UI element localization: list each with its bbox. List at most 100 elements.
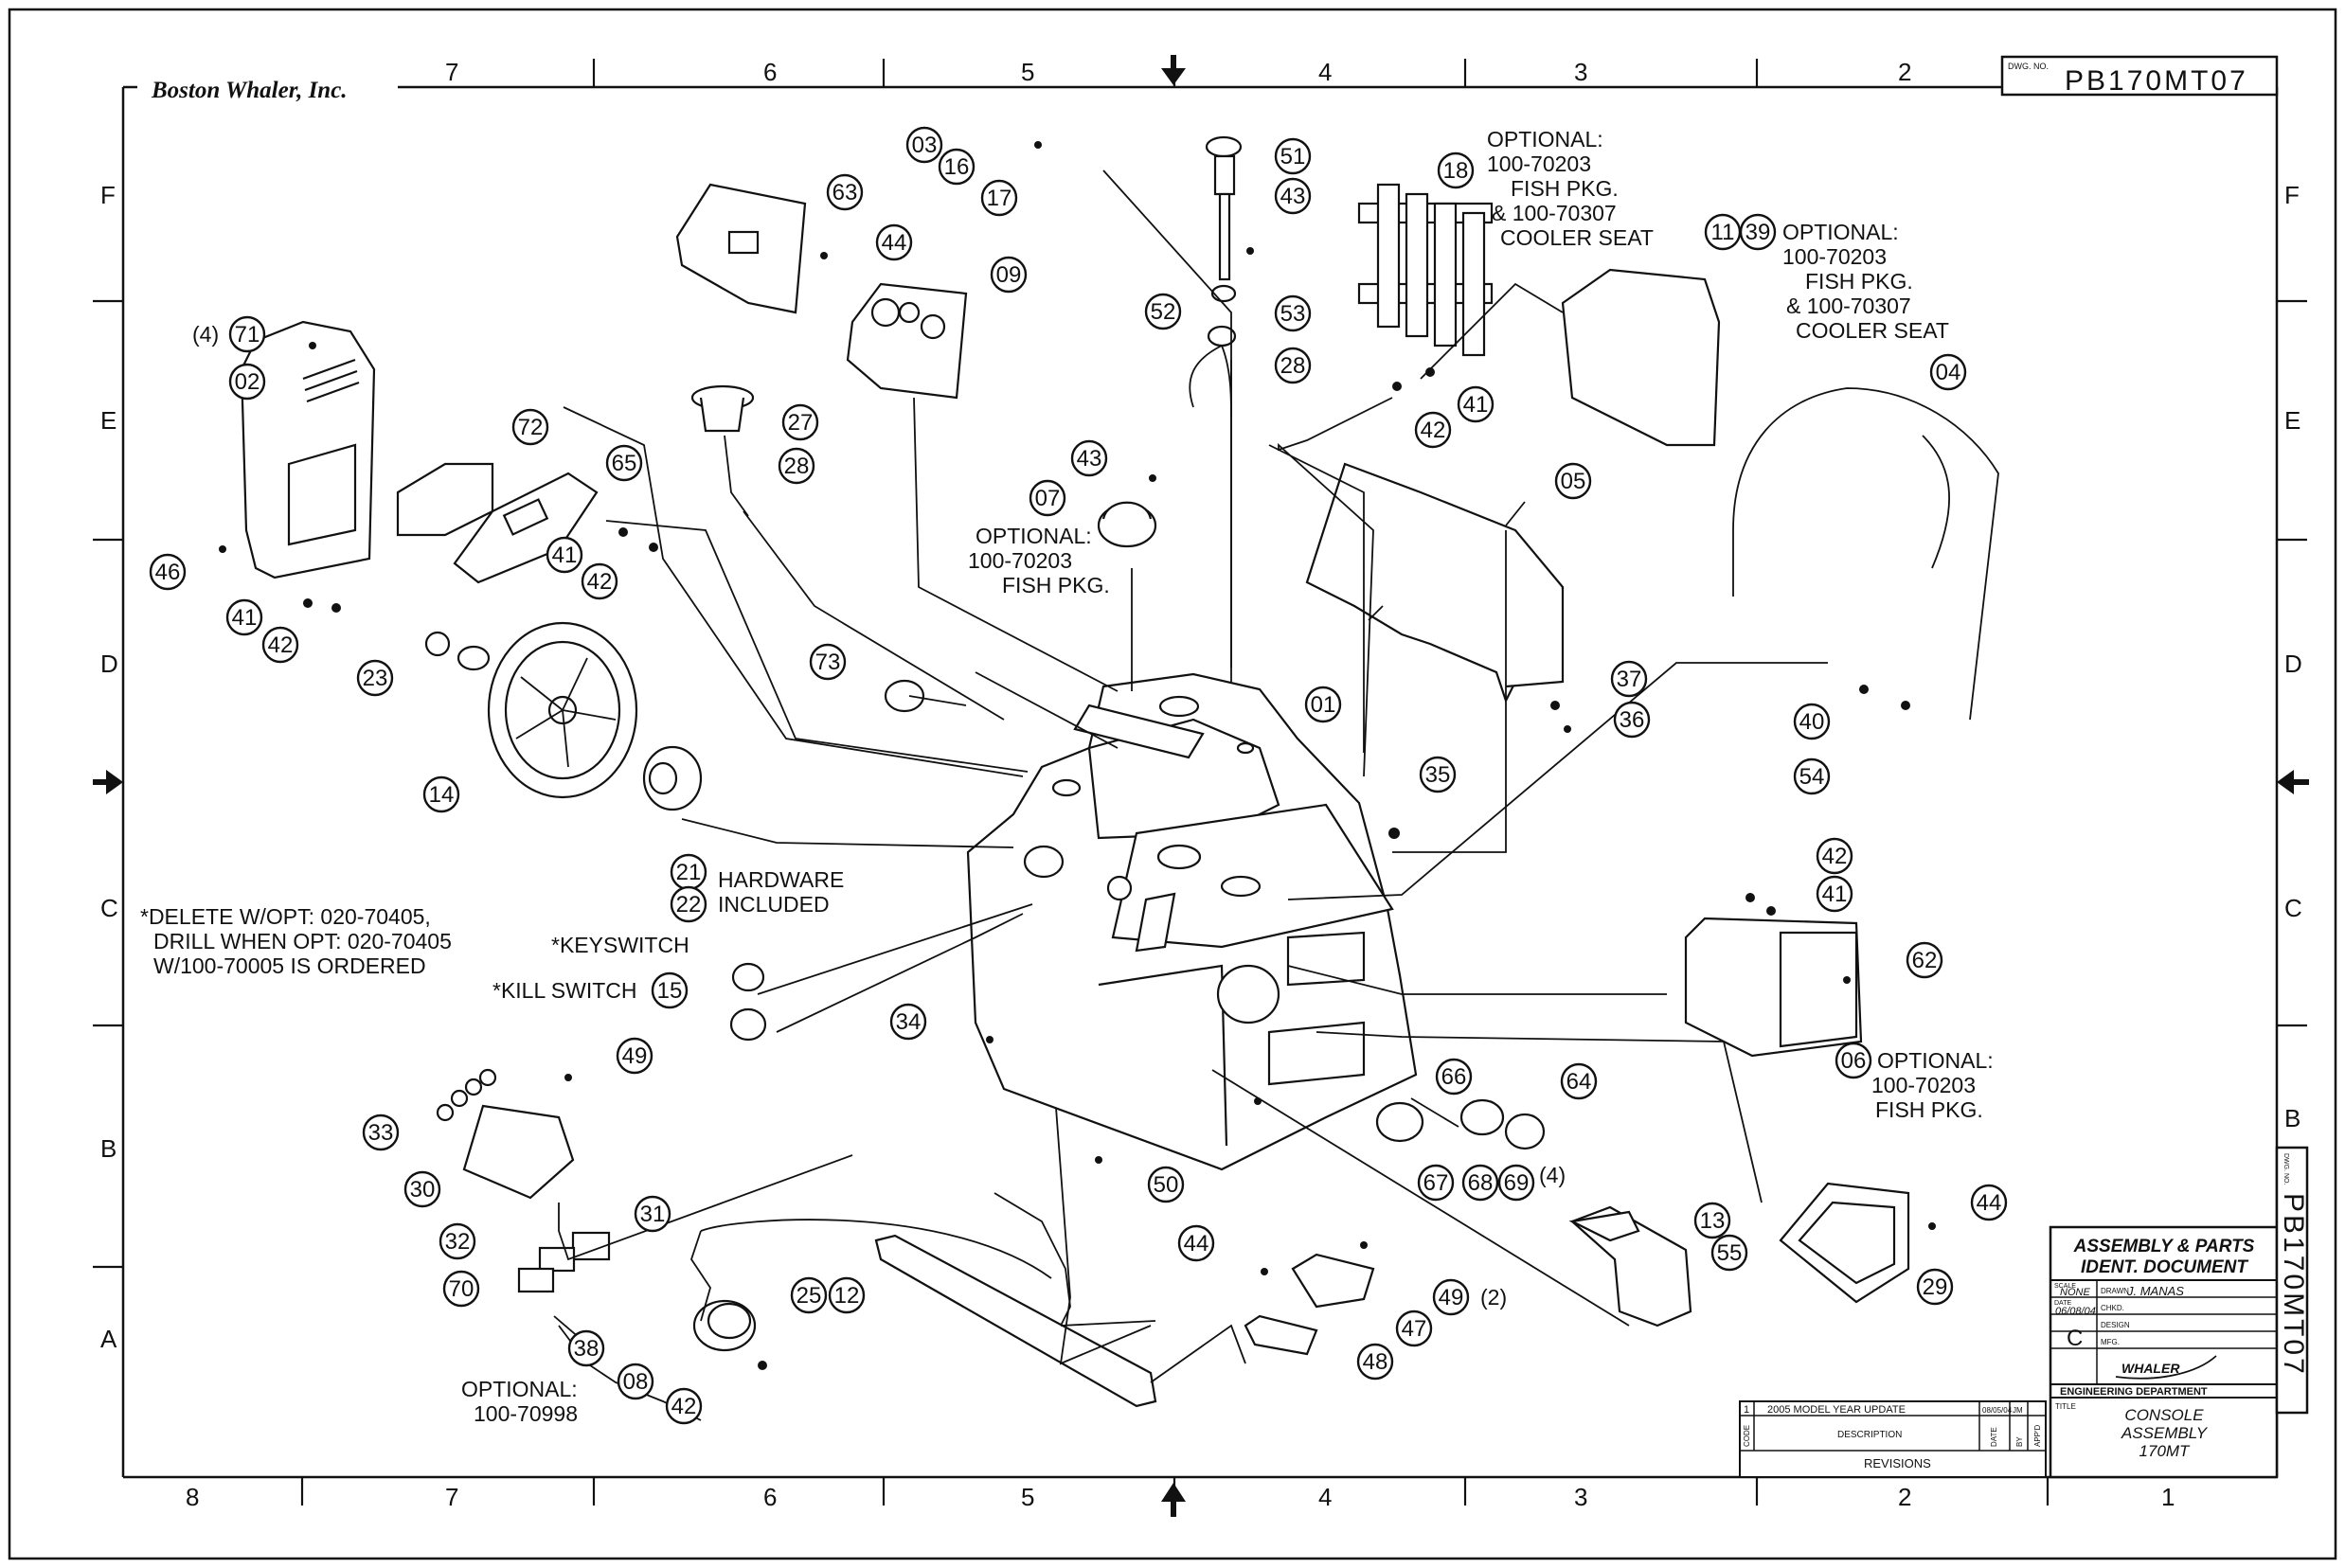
- svg-text:43: 43: [1280, 184, 1306, 209]
- kill-switch-part: [729, 1007, 767, 1042]
- callout-15: 15: [651, 971, 689, 1009]
- callout-13: 13: [1693, 1202, 1731, 1239]
- zone-labels: 7 6 5 4 3 2 8 7 6 5 4 3 2 1 F E D C B A …: [100, 58, 2302, 1511]
- callout-70: 70: [442, 1270, 480, 1308]
- svg-text:01: 01: [1311, 692, 1336, 718]
- svg-text:34: 34: [896, 1009, 922, 1035]
- grab-rail: [1732, 387, 1999, 721]
- svg-text:2: 2: [1898, 58, 1911, 86]
- svg-text:PB170MT07: PB170MT07: [2278, 1193, 2309, 1377]
- dwg-no-box: DWG. NO. PB170MT07: [2000, 55, 2279, 97]
- callout-39: 39: [1739, 213, 1777, 251]
- relay-32: [538, 1246, 576, 1273]
- ignition-key: [884, 679, 967, 713]
- svg-text:41: 41: [232, 605, 258, 631]
- callout-05: 05: [1554, 462, 1592, 500]
- callout-22: 22: [670, 885, 707, 923]
- callout-42e: 42: [665, 1387, 703, 1425]
- rod-holder-rack: [1357, 183, 1494, 357]
- svg-text:4: 4: [1318, 1483, 1332, 1511]
- callout-49a: 49: [616, 1037, 653, 1075]
- svg-text:48: 48: [1363, 1349, 1388, 1375]
- svg-text:NONE: NONE: [2060, 1287, 2090, 1298]
- svg-text:3: 3: [1574, 1483, 1587, 1511]
- svg-text:31: 31: [640, 1202, 666, 1227]
- svg-text:09: 09: [996, 262, 1022, 288]
- svg-text:DRAWN: DRAWN: [2101, 1287, 2129, 1295]
- svg-text:C: C: [100, 894, 118, 922]
- svg-text:49: 49: [1439, 1285, 1464, 1310]
- svg-text:D: D: [2284, 650, 2302, 678]
- keyswitch-part: [731, 962, 765, 992]
- battery-switch: [462, 1104, 575, 1200]
- svg-text:42: 42: [1421, 418, 1446, 443]
- svg-text:40: 40: [1799, 709, 1825, 735]
- callout-31: 31: [634, 1195, 671, 1233]
- svg-text:21: 21: [676, 860, 702, 885]
- svg-text:7: 7: [445, 58, 458, 86]
- callout-47: 47: [1395, 1310, 1433, 1347]
- note-delete: *DELETE W/OPT: 020-70405,DRILL WHEN OPT:…: [140, 904, 452, 978]
- callout-49b: 49: [1432, 1278, 1470, 1316]
- svg-text:39: 39: [1745, 220, 1771, 245]
- svg-text:13: 13: [1700, 1208, 1726, 1234]
- svg-text:38: 38: [574, 1336, 600, 1362]
- callout-44c: 44: [1177, 1224, 1215, 1262]
- svg-text:06/08/04: 06/08/04: [2055, 1306, 2096, 1317]
- svg-text:JM: JM: [2013, 1406, 2023, 1415]
- svg-text:REVISIONS: REVISIONS: [1864, 1456, 1931, 1470]
- svg-text:18: 18: [1443, 158, 1469, 184]
- svg-text:C: C: [2067, 1326, 2083, 1351]
- note-opt-08: OPTIONAL:100-70998: [461, 1377, 578, 1426]
- svg-text:BY: BY: [2015, 1436, 2024, 1447]
- svg-text:42: 42: [268, 633, 294, 658]
- svg-text:08: 08: [623, 1369, 649, 1395]
- fasteners: [219, 141, 1936, 1389]
- callout-68: 68: [1461, 1164, 1499, 1202]
- callout-28: 28: [1274, 347, 1312, 384]
- callout-08: 08: [617, 1363, 654, 1400]
- svg-text:37: 37: [1617, 667, 1642, 692]
- callout-41a: 41: [1457, 385, 1495, 423]
- callout-71: 71: [228, 315, 266, 353]
- svg-text:5: 5: [1021, 1483, 1034, 1511]
- svg-text:B: B: [2284, 1104, 2300, 1132]
- svg-text:41: 41: [1822, 882, 1848, 907]
- callout-54: 54: [1793, 757, 1831, 795]
- svg-text:DWG. NO.: DWG. NO.: [2008, 62, 2049, 71]
- callout-09: 09: [990, 256, 1028, 294]
- note-keyswitch: *KEYSWITCH: [551, 933, 689, 957]
- console-body: [966, 672, 1418, 1171]
- svg-text:ASSEMBLY: ASSEMBLY: [2121, 1424, 2209, 1442]
- callout-36: 36: [1613, 701, 1651, 739]
- note-qty-49: (2): [1480, 1285, 1507, 1310]
- svg-text:05: 05: [1561, 469, 1586, 494]
- svg-text:33: 33: [368, 1120, 394, 1146]
- callout-42b: 42: [581, 562, 618, 600]
- svg-text:46: 46: [155, 560, 181, 585]
- svg-text:30: 30: [410, 1177, 436, 1203]
- callout-30: 30: [403, 1170, 441, 1208]
- callout-35: 35: [1419, 756, 1457, 793]
- svg-text:50: 50: [1154, 1172, 1179, 1198]
- callout-41b: 41: [546, 536, 583, 574]
- svg-text:CODE: CODE: [1743, 1425, 1751, 1447]
- callout-25: 25: [790, 1276, 828, 1314]
- svg-text:6: 6: [763, 1483, 777, 1511]
- callout-06: 06: [1835, 1042, 1872, 1079]
- callout-21: 21: [670, 853, 707, 891]
- svg-text:72: 72: [518, 415, 544, 440]
- svg-text:DESCRIPTION: DESCRIPTION: [1837, 1430, 1902, 1440]
- svg-text:7: 7: [445, 1483, 458, 1511]
- callout-55: 55: [1710, 1234, 1748, 1272]
- svg-text:12: 12: [834, 1283, 860, 1309]
- note-qty-71: (4): [192, 322, 219, 347]
- svg-text:67: 67: [1423, 1170, 1449, 1196]
- relay-70: [517, 1267, 555, 1293]
- callout-42c: 42: [261, 626, 299, 664]
- svg-text:14: 14: [429, 782, 455, 808]
- svg-text:04: 04: [1936, 360, 1961, 385]
- svg-text:E: E: [2284, 406, 2300, 435]
- svg-text:07: 07: [1035, 486, 1061, 511]
